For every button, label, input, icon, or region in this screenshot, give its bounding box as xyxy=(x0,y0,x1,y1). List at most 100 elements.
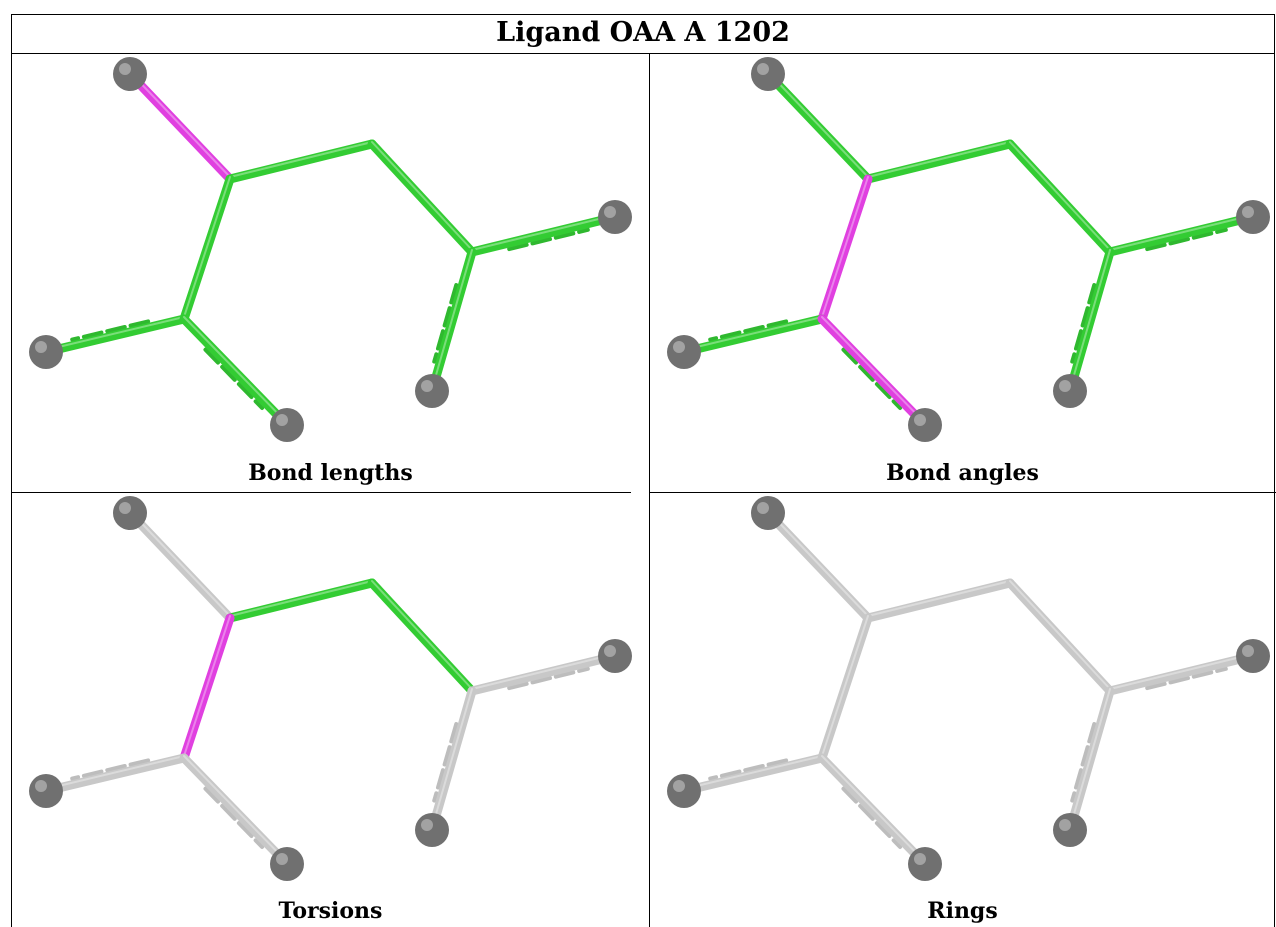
atom-shine-O5 xyxy=(1059,819,1071,831)
torsions-panel: Torsions xyxy=(12,493,649,927)
torsions-molecule xyxy=(29,496,632,881)
ghost-bond-C2-O2 xyxy=(70,758,151,781)
ghost-bond-C2-O2 xyxy=(708,319,789,342)
atom-O3 xyxy=(908,847,942,881)
ghost-bond-C2-O3 xyxy=(841,347,903,410)
bond-lengths-molecule xyxy=(29,57,632,442)
atom-O4 xyxy=(598,200,632,234)
ghost-bond-C2-O3 xyxy=(203,347,265,410)
atom-shine-O1 xyxy=(757,502,769,514)
bond-sheen-C3-O5 xyxy=(431,688,473,829)
bond-C2-O2 xyxy=(679,753,827,796)
bond-sheen-CH-C3 xyxy=(1009,141,1111,251)
bond-sheen-C3-O5 xyxy=(431,249,473,390)
atom-O3 xyxy=(270,847,304,881)
bond-sheen-O1-C1 xyxy=(129,71,231,178)
atom-O4 xyxy=(1236,200,1270,234)
bond-sheen-C3-O4 xyxy=(471,653,616,690)
bond-sheen-C1-C2 xyxy=(821,176,869,318)
atom-O5 xyxy=(1053,374,1087,408)
bond-C3-O5 xyxy=(427,247,477,396)
atom-O5 xyxy=(415,374,449,408)
bond-CH-C3 xyxy=(367,578,477,696)
ghost-bond-C3-O5 xyxy=(1070,283,1097,364)
bond-sheen-C1-CH xyxy=(229,580,373,617)
bond-O1-C1 xyxy=(763,69,873,184)
bond-sheen-C3-O4 xyxy=(1109,214,1254,251)
atom-shine-O2 xyxy=(673,341,685,353)
bond-sheen-C3-O4 xyxy=(1109,653,1254,690)
atom-shine-O3 xyxy=(276,853,288,865)
ghost-bond-C3-O4 xyxy=(507,666,590,691)
atom-O2 xyxy=(667,335,701,369)
atom-shine-O5 xyxy=(421,380,433,392)
bond-C1-C2 xyxy=(817,174,873,324)
torsions-caption: Torsions xyxy=(278,898,383,924)
atom-O1 xyxy=(113,496,147,530)
bond-sheen-CH-C3 xyxy=(371,580,473,690)
bond-O1-C1 xyxy=(125,508,235,623)
atom-O4 xyxy=(598,639,632,673)
atom-shine-O4 xyxy=(1242,645,1254,657)
atom-O1 xyxy=(751,57,785,91)
bond-C2-O3 xyxy=(179,753,292,869)
bond-sheen-O1-C1 xyxy=(767,510,869,617)
atom-O3 xyxy=(270,408,304,442)
bond-angles-panel: Bond angles xyxy=(650,54,1275,492)
bond-C3-O4 xyxy=(1105,651,1258,696)
bond-sheen-C1-C2 xyxy=(183,176,231,318)
vertical-divider xyxy=(649,54,650,927)
bond-sheen-C2-O2 xyxy=(45,316,185,351)
bond-sheen-C2-O2 xyxy=(683,755,823,790)
bond-sheen-C1-CH xyxy=(867,580,1011,617)
atom-shine-O5 xyxy=(1059,380,1071,392)
bond-C2-O2 xyxy=(41,314,189,357)
atom-O1 xyxy=(751,496,785,530)
ghost-bond-C3-O5 xyxy=(1070,722,1097,803)
bond-angles-molecule xyxy=(667,57,1270,442)
bond-C1-C2 xyxy=(179,174,235,324)
bond-C1-CH xyxy=(225,139,377,184)
bond-lengths-panel: Bond lengths xyxy=(12,54,649,492)
bond-sheen-C1-C2 xyxy=(821,615,869,757)
ghost-bond-C3-O4 xyxy=(1145,666,1228,691)
bond-C2-O2 xyxy=(41,753,189,796)
atom-O1 xyxy=(113,57,147,91)
atom-O5 xyxy=(1053,813,1087,847)
atom-shine-O5 xyxy=(421,819,433,831)
bond-CH-C3 xyxy=(1005,578,1115,696)
bond-sheen-C1-C2 xyxy=(183,615,231,757)
rings-caption: Rings xyxy=(927,898,998,924)
atom-O2 xyxy=(29,335,63,369)
atom-O2 xyxy=(29,774,63,808)
bond-C3-O4 xyxy=(467,212,620,257)
bond-sheen-C3-O5 xyxy=(1069,249,1111,390)
bond-O1-C1 xyxy=(125,69,235,184)
bond-sheen-C1-CH xyxy=(867,141,1011,178)
bond-CH-C3 xyxy=(367,139,477,257)
bond-C2-O3 xyxy=(817,314,930,430)
atom-shine-O4 xyxy=(604,645,616,657)
bond-C2-O2 xyxy=(679,314,827,357)
bond-C3-O5 xyxy=(1065,686,1115,835)
bond-O1-C1 xyxy=(763,508,873,623)
atom-shine-O2 xyxy=(35,341,47,353)
atom-O5 xyxy=(415,813,449,847)
bond-angles-caption: Bond angles xyxy=(886,460,1039,486)
bond-C1-C2 xyxy=(179,613,235,763)
bond-sheen-CH-C3 xyxy=(1009,580,1111,690)
ghost-bond-C2-O2 xyxy=(708,758,789,781)
atom-shine-O2 xyxy=(35,780,47,792)
ghost-bond-C2-O2 xyxy=(70,319,151,342)
bond-sheen-C2-O2 xyxy=(45,755,185,790)
bond-C1-C2 xyxy=(817,613,873,763)
ghost-bond-C3-O4 xyxy=(507,227,590,252)
bond-CH-C3 xyxy=(1005,139,1115,257)
bond-sheen-C1-CH xyxy=(229,141,373,178)
atom-O4 xyxy=(1236,639,1270,673)
atom-shine-O4 xyxy=(604,206,616,218)
bond-C3-O4 xyxy=(1105,212,1258,257)
bond-sheen-C3-O4 xyxy=(471,214,616,251)
figure-title: Ligand OAA A 1202 xyxy=(11,14,1275,54)
horizontal-divider-right xyxy=(650,492,1276,493)
